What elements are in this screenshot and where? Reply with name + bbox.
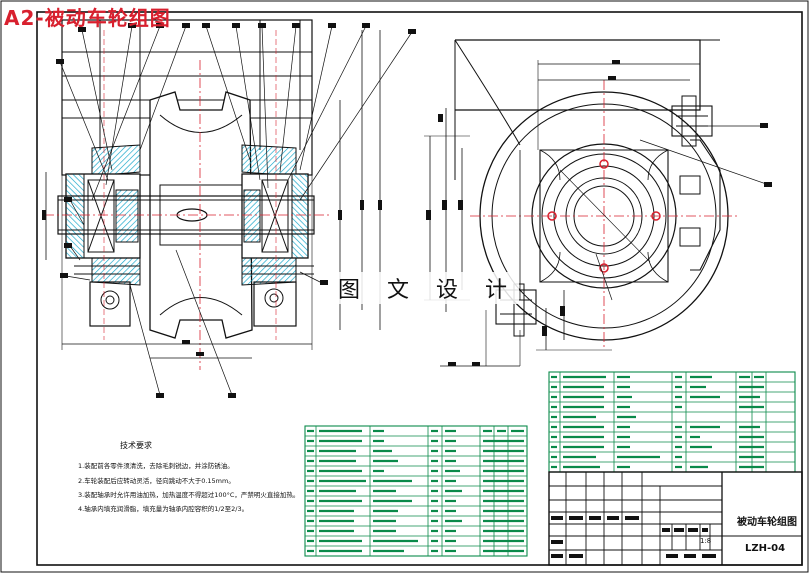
side-guard: [690, 139, 721, 271]
tech-requirement-2: 2.车轮装配后应转动灵活，径向跳动不大于0.15mm。: [78, 477, 235, 485]
section-view: [42, 19, 416, 398]
leader-lines: [59, 25, 413, 396]
left-housing-hatch: [91, 144, 141, 177]
drawing-title: A2-被动车轮组图: [4, 6, 171, 30]
right-bracket: [253, 281, 297, 327]
table-fine-print: [307, 375, 764, 553]
side-view: [424, 39, 773, 367]
title-block-scale: 1:8: [700, 537, 712, 545]
tech-requirements-heading: 技术要求: [120, 441, 152, 450]
title-block: [548, 471, 803, 566]
inner-frame: [36, 11, 803, 566]
watermark: 图 文 设 计: [336, 272, 519, 304]
stop-block: [671, 105, 713, 137]
title-block-drawing-name: 被动车轮组图: [737, 517, 797, 528]
title-block-drawing-number: LZH-04: [745, 543, 786, 554]
tech-requirement-3: 3.装配轴承时允许用油加热，加热温度不得超过100°C，严禁明火直接加热。: [78, 491, 300, 499]
left-bracket: [89, 281, 131, 327]
tech-requirement-1: 1.装配前各零件须清洗，去除毛刺锐边，并涂防锈油。: [78, 462, 234, 470]
tech-requirement-4: 4.轴承内填充润滑脂，填充量为轴承内腔容积的1/2至2/3。: [78, 505, 249, 513]
side-beam: [455, 39, 701, 111]
right-housing-hatch: [241, 144, 297, 177]
parts-list-table: [304, 371, 796, 557]
leader-tags: [42, 23, 416, 398]
